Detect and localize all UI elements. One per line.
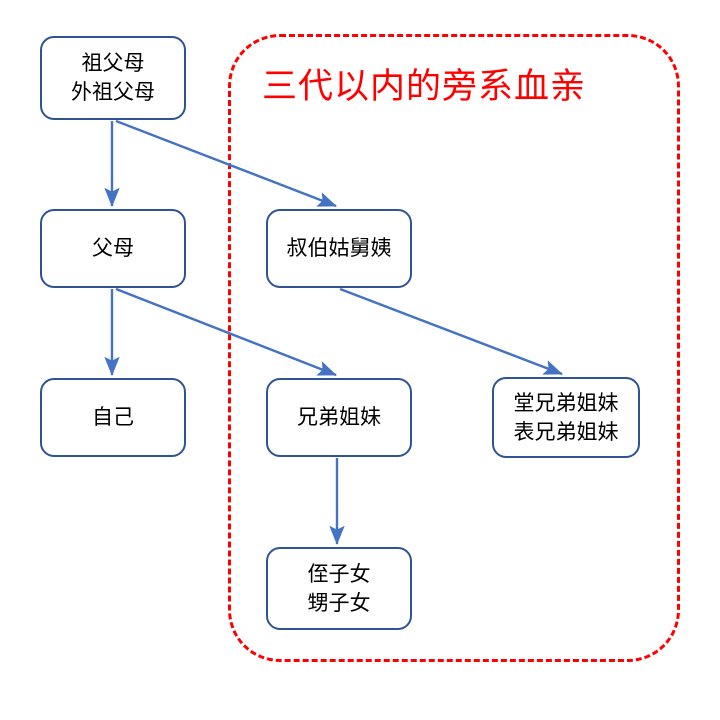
node-siblings[interactable]: 兄弟姐妹 [266, 378, 412, 457]
node-nephews-nieces[interactable]: 侄子女 甥子女 [266, 547, 412, 630]
node-self[interactable]: 自己 [40, 378, 186, 457]
node-cousins[interactable]: 堂兄弟姐妹 表兄弟姐妹 [492, 377, 640, 458]
region-title: 三代以内的旁系血亲 [262, 67, 587, 107]
node-label-self: 自己 [92, 405, 134, 429]
node-parents[interactable]: 父母 [40, 209, 186, 288]
node-label-uncles-aunts: 叔伯姑舅姨 [286, 236, 392, 260]
node-label-nephews-nieces: 侄子女 甥子女 [307, 561, 371, 615]
node-label-siblings: 兄弟姐妹 [297, 405, 381, 429]
node-label-parents: 父母 [92, 236, 134, 260]
node-label-grandparents: 祖父母 外祖父母 [71, 51, 155, 104]
node-label-cousins: 堂兄弟姐妹 表兄弟姐妹 [513, 390, 619, 444]
node-uncles-aunts[interactable]: 叔伯姑舅姨 [266, 209, 412, 288]
node-grandparents[interactable]: 祖父母 外祖父母 [40, 36, 186, 120]
